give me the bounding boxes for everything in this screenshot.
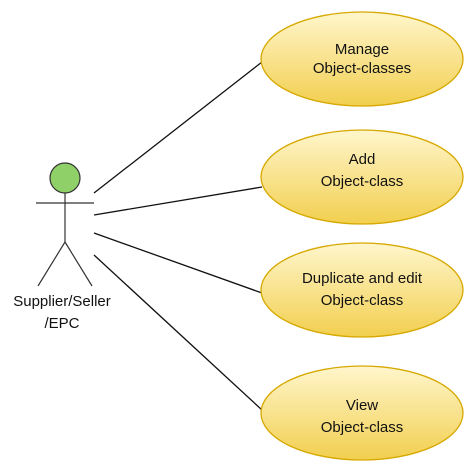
use-case-label-line1: Manage — [335, 41, 389, 58]
association-line-add — [93, 186, 263, 216]
actor-body-icon — [36, 193, 94, 287]
association-line-duplicate — [93, 232, 263, 294]
use-case-ellipse — [260, 365, 464, 461]
use-case-label-line2: Object-class — [321, 292, 404, 309]
use-case-duplicate-and-edit-object-class[interactable]: Duplicate and edit Object-class — [260, 242, 464, 338]
use-case-ellipse — [260, 242, 464, 338]
association-line-manage — [93, 61, 263, 194]
use-case-add-object-class[interactable]: Add Object-class — [260, 129, 464, 225]
use-case-label-line1: Duplicate and edit — [302, 270, 423, 287]
actor-label-line1: Supplier/Seller — [13, 293, 111, 310]
use-case-label-line2: Object-class — [321, 419, 404, 436]
use-case-ellipse — [260, 129, 464, 225]
use-case-label-line1: View — [346, 397, 378, 414]
actor[interactable]: Supplier/Seller /EPC — [13, 162, 111, 332]
use-case-label-line1: Add — [349, 151, 376, 168]
use-case-ellipse — [260, 11, 464, 107]
association-line-view — [93, 254, 263, 411]
associations — [93, 61, 263, 411]
actor-head-icon — [49, 162, 81, 194]
actor-label-line2: /EPC — [44, 315, 79, 332]
use-case-view-object-class[interactable]: View Object-class — [260, 365, 464, 461]
use-case-label-line2: Object-class — [321, 173, 404, 190]
use-case-label-line2: Object-classes — [313, 60, 411, 77]
use-case-manage-object-classes[interactable]: Manage Object-classes — [260, 11, 464, 107]
